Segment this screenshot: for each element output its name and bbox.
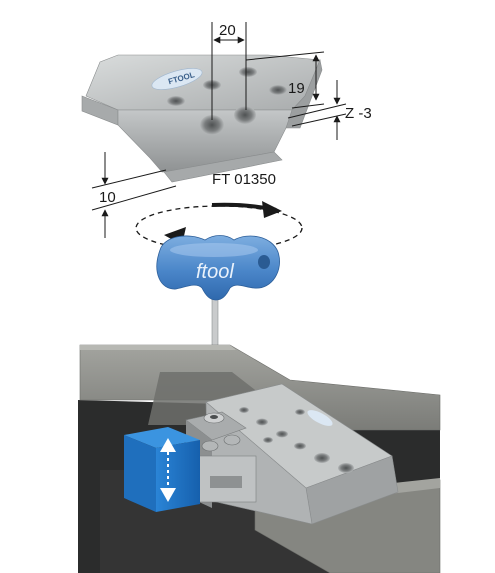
rotation-ellipse	[135, 205, 303, 251]
handle-highlight	[170, 243, 258, 257]
dim-label-base-height: 10	[99, 189, 116, 206]
threaded-hole	[200, 115, 224, 135]
top-hole	[239, 67, 257, 77]
rail-hole	[295, 409, 305, 415]
base-plate-rim	[80, 345, 236, 350]
tool-brand-text: ftool	[196, 261, 234, 283]
jaw-screw	[223, 434, 241, 446]
base-plate-top	[79, 344, 441, 431]
clamp-screw-socket	[210, 415, 218, 419]
rotation-arrow-right-head	[262, 201, 282, 218]
dim-label-z-offset: Z -3	[345, 105, 372, 122]
plate-logo-badge	[151, 68, 203, 90]
blue-workpiece-top	[124, 427, 200, 448]
rail-hole	[294, 442, 306, 450]
dim-10-ext-bottom	[91, 185, 177, 211]
top-hole	[167, 96, 185, 106]
jaw-screw	[201, 440, 219, 452]
top-hole	[269, 85, 287, 95]
dim-19-ext-top	[245, 51, 325, 61]
rail-hole	[239, 407, 249, 413]
vertical-adjust-arrow-icon	[160, 438, 176, 502]
rail-hole	[276, 430, 288, 438]
rail-holes	[239, 407, 354, 473]
dim-19-ext-bottom	[291, 103, 325, 109]
block-holes	[167, 67, 287, 135]
threaded-hole	[234, 106, 256, 124]
rail-logo-badge	[307, 410, 333, 426]
blue-workpiece-front	[124, 435, 156, 512]
block-top-face	[85, 54, 321, 111]
part-number-label: FT 01350	[212, 171, 276, 188]
block-foot	[163, 151, 283, 183]
dim-z-ext-top	[287, 103, 347, 119]
rail-hole	[263, 437, 273, 443]
rail-hole	[256, 418, 268, 426]
dim-label-pitch: 20	[219, 22, 236, 39]
dimension-lines	[91, 22, 347, 238]
dim-10-ext-top	[91, 169, 167, 189]
handle-end-hole	[258, 255, 270, 269]
clamp-bracket-slot	[210, 476, 242, 488]
clamp-block-illustration: FTOOL	[81, 22, 372, 238]
rail-hole	[314, 453, 330, 463]
dim-label-height: 19	[288, 80, 305, 97]
rail-hole	[338, 463, 354, 473]
vise-assembly	[124, 383, 399, 525]
